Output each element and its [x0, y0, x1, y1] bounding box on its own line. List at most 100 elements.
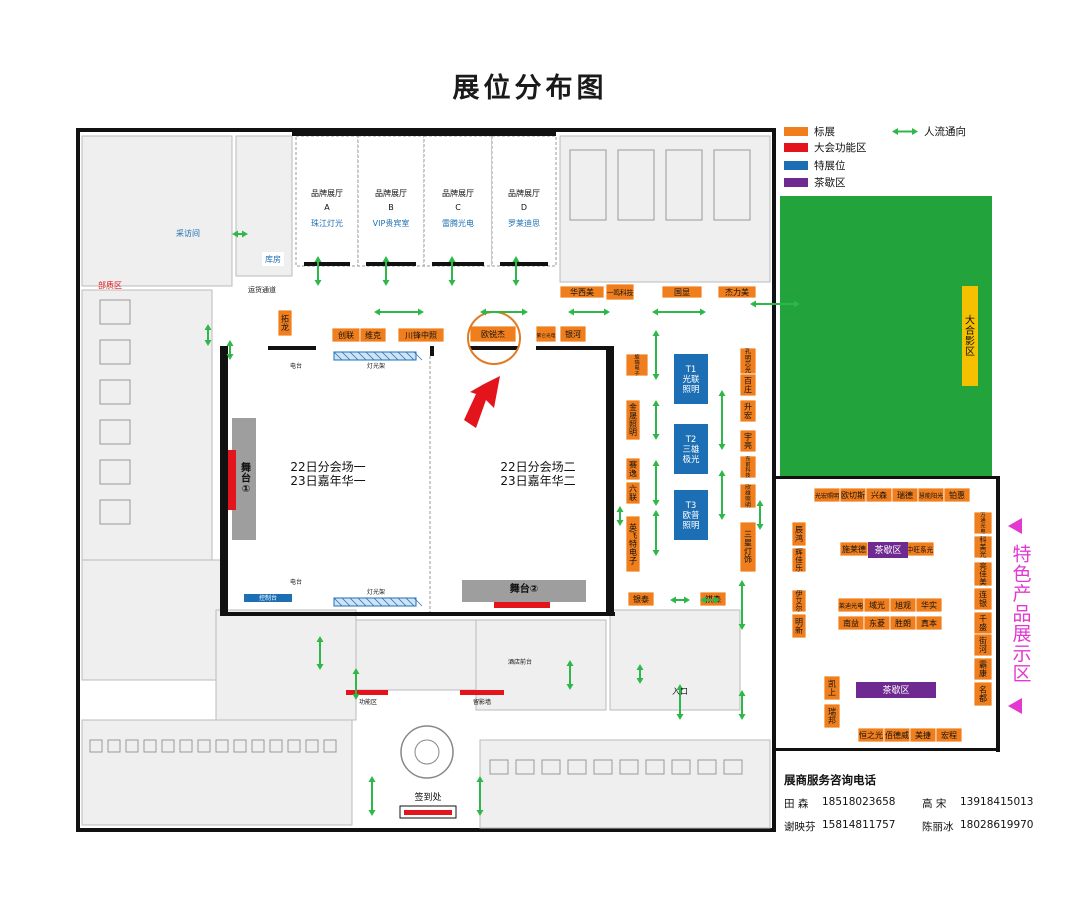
wall	[606, 346, 614, 616]
booth-standard: 施莱德	[839, 541, 869, 557]
furniture	[665, 149, 703, 221]
flow-arrow-head	[374, 308, 380, 316]
flow-arrow-head	[566, 660, 574, 666]
flow-arrow	[738, 690, 746, 720]
photo-wall-label: 留影墙	[473, 698, 491, 706]
furniture	[143, 739, 157, 753]
booth-standard-box	[717, 285, 757, 299]
legend-tea: 茶歇区	[784, 175, 846, 190]
furniture	[697, 759, 717, 775]
room-block	[355, 619, 477, 691]
booth-standard-label: 繁仑光电	[536, 332, 555, 339]
legend-label: 人流通向	[924, 126, 966, 138]
flow-arrow-head	[684, 596, 690, 604]
booth-standard: 伊艾尔	[791, 589, 807, 613]
flow-arrow	[718, 470, 726, 520]
room-block	[559, 135, 771, 283]
brand-hall-letter: A	[324, 203, 330, 212]
booth-standard: 瑞邦	[823, 703, 841, 729]
booth-standard: 欧锐杰	[469, 325, 517, 343]
flow-arrow-head	[714, 596, 720, 604]
furniture	[197, 739, 211, 753]
flow-arrow-head	[616, 506, 624, 512]
rack-cross	[349, 351, 359, 361]
booth-standard: 川锋中照	[397, 327, 445, 343]
booth-standard: 万通光电	[973, 511, 993, 535]
booth-standard: 拓龙	[277, 309, 293, 337]
booth-standard-box	[469, 325, 517, 343]
booth-standard-label: 万通光电	[980, 511, 986, 534]
rack-cross	[389, 597, 399, 607]
flow-arrow	[566, 660, 574, 690]
booth-standard: 街河	[973, 633, 993, 657]
flow-arrow-head	[718, 514, 726, 520]
legend-label: 特展位	[814, 160, 846, 172]
brand-hall-name: 珠江灯光	[311, 218, 343, 228]
tea-area-label: 茶歇区	[882, 684, 909, 696]
booth-standard: 银泰	[627, 591, 655, 607]
booth-standard-label: 美捷	[915, 730, 931, 740]
furniture	[251, 739, 265, 753]
booth-standard-box	[973, 657, 993, 681]
furniture	[593, 759, 613, 775]
outer-wall	[776, 748, 1000, 751]
booth-standard-box	[739, 373, 757, 397]
booth-standard-box	[277, 309, 293, 337]
flow-arrow-head	[676, 684, 684, 690]
room-label-hotel: 酒店前台	[508, 658, 532, 666]
flow-arrow-head	[512, 280, 520, 286]
booth-standard-label: 六联	[629, 483, 637, 501]
booth-standard-box	[625, 481, 641, 505]
booth-standard: 兴森	[865, 487, 893, 503]
booth-standard-box	[359, 327, 387, 343]
furniture	[233, 739, 247, 753]
furniture	[161, 739, 175, 753]
booth-standard: 东前科技	[739, 454, 757, 479]
furniture	[323, 739, 337, 753]
flow-arrow-head	[232, 230, 238, 238]
flow-arrow	[512, 256, 520, 286]
booth-standard-box	[973, 561, 993, 587]
booth-standard-label: 霸康	[979, 660, 987, 677]
flow-arrow	[382, 256, 390, 286]
photo-area-bar	[962, 286, 978, 386]
booth-standard-label: 兴森	[871, 490, 887, 500]
photo-area	[780, 196, 992, 476]
room-block	[609, 609, 741, 711]
light-rack	[333, 351, 423, 361]
booth-standard-box	[397, 327, 445, 343]
hall-door-bar	[366, 262, 416, 266]
legend-standard: 标展	[784, 124, 835, 139]
booth-standard-label: 杰力美	[725, 287, 749, 297]
flow-arrow-head	[242, 230, 248, 238]
brand-hall-title: 品牌展厅	[311, 188, 343, 198]
booth-standard-box	[739, 521, 757, 573]
booth-standard-label: 欧切斯	[841, 490, 865, 500]
booth-standard: 辉佳乐	[791, 547, 807, 572]
booth-standard-label: 慧能阳光	[919, 492, 944, 500]
booth-standard: 欧切斯	[839, 487, 867, 503]
booth-standard-label: 百庄	[744, 376, 752, 393]
stage-1-edge	[228, 450, 236, 510]
booth-standard-box	[559, 325, 587, 343]
signin-label: 签到处	[414, 791, 441, 803]
flow-arrow-head	[652, 510, 660, 516]
booth-standard-label: 辉佳乐	[795, 547, 803, 572]
flow-arrow-head	[676, 714, 684, 720]
booth-standard: 南益	[837, 615, 865, 631]
furniture	[89, 739, 103, 753]
furniture	[489, 759, 509, 775]
flow-arrow-head	[636, 678, 644, 684]
booth-standard: 欣维照明	[739, 483, 757, 509]
booth-standard: 繁仑光电	[535, 325, 557, 343]
booth-standard-box	[791, 589, 807, 613]
room-label-office: 部质区	[98, 280, 122, 290]
legend-special: 特展位	[784, 158, 846, 173]
furniture	[107, 739, 121, 753]
furniture	[287, 739, 301, 753]
flow-arrow-head	[368, 776, 376, 782]
rack-cross	[373, 597, 383, 607]
flow-arrow-head	[382, 280, 390, 286]
dj-label: 电台	[290, 362, 302, 370]
